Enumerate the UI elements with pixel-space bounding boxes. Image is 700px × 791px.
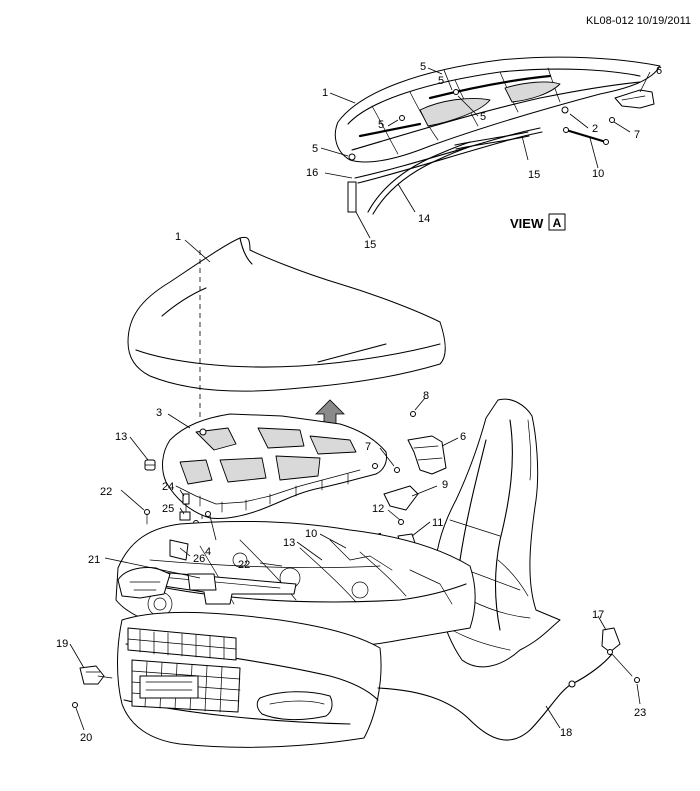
callout-15-a: 15 xyxy=(528,169,540,181)
hood-panel xyxy=(127,236,446,392)
callout-15-b: 15 xyxy=(364,239,376,251)
callout-9: 9 xyxy=(442,479,448,491)
callout-16: 16 xyxy=(306,167,318,179)
bumper-13-left xyxy=(144,459,156,471)
callout-4: 4 xyxy=(205,546,211,558)
bolt-22-left xyxy=(144,509,150,525)
callout-22-a: 22 xyxy=(100,486,112,498)
callout-6-main: 6 xyxy=(460,431,466,443)
view-a-label: VIEW xyxy=(510,216,544,231)
release-handle-17 xyxy=(601,627,633,677)
callout-21: 21 xyxy=(88,554,100,566)
callout-1-hood: 1 xyxy=(175,231,181,243)
view-a-letter: A xyxy=(553,216,562,230)
bolt-8 xyxy=(410,411,416,417)
front-end-structure xyxy=(115,398,561,748)
view-a-hood-underside xyxy=(334,56,661,215)
callout-5-c: 5 xyxy=(378,119,384,131)
callout-14: 14 xyxy=(418,213,430,225)
callout-7-main: 7 xyxy=(365,441,371,453)
leader-lines xyxy=(69,67,651,731)
callout-11: 11 xyxy=(432,517,443,529)
callout-2: 2 xyxy=(592,123,598,135)
callouts: 1 5 5 5 5 5 6 2 7 16 15 10 14 15 1 3 8 6… xyxy=(56,61,662,744)
callout-5-e: 5 xyxy=(312,143,318,155)
callout-7-view: 7 xyxy=(634,129,640,141)
hood-insulator xyxy=(162,413,387,519)
callout-18: 18 xyxy=(560,727,572,739)
callout-8: 8 xyxy=(423,390,429,402)
callout-17: 17 xyxy=(592,609,604,621)
callout-24: 24 xyxy=(162,481,174,493)
callout-6-view: 6 xyxy=(656,65,662,77)
callout-13-a: 13 xyxy=(115,431,127,443)
callout-23: 23 xyxy=(634,707,646,719)
callout-12: 12 xyxy=(372,503,384,515)
callout-10-main: 10 xyxy=(305,528,317,540)
hinge-bracket-6 xyxy=(407,435,447,475)
bracket-9 xyxy=(383,485,419,511)
callout-13-b: 13 xyxy=(283,537,295,549)
clip-23 xyxy=(634,677,640,683)
callout-1-view: 1 xyxy=(322,87,328,99)
callout-5-b: 5 xyxy=(438,75,444,87)
callout-5-a: 5 xyxy=(420,61,426,73)
bolt-7 xyxy=(394,467,400,473)
release-cable-18 xyxy=(377,653,613,741)
hood-latch-19 xyxy=(79,665,113,685)
callout-3: 3 xyxy=(156,407,162,419)
callout-20: 20 xyxy=(80,732,92,744)
view-a-letter-box xyxy=(548,213,566,231)
bolt-12 xyxy=(398,519,404,525)
bolt-20 xyxy=(72,702,78,708)
callout-22-b: 22 xyxy=(238,559,250,571)
callout-10-view: 10 xyxy=(592,168,604,180)
callout-19: 19 xyxy=(56,638,68,650)
callout-5-d: 5 xyxy=(480,111,486,123)
callout-25: 25 xyxy=(162,503,174,515)
release-handle-24 xyxy=(182,493,190,513)
callout-26: 26 xyxy=(193,553,205,565)
bracket-26 xyxy=(169,539,189,561)
drawing-reference-text: KL08-012 10/19/2011 xyxy=(586,15,691,27)
